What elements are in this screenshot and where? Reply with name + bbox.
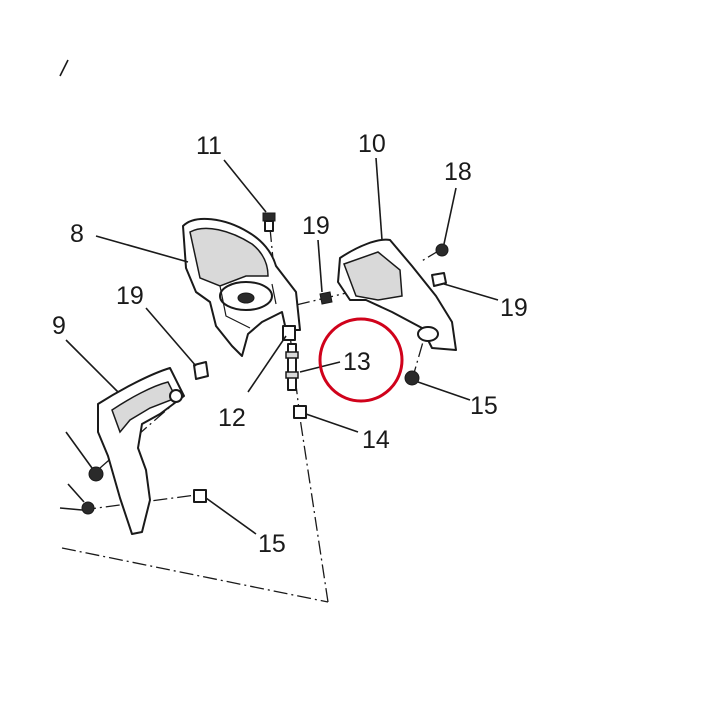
part-8-upper-cover bbox=[182, 217, 301, 357]
part-11-screw bbox=[262, 212, 276, 232]
part-13-shaft bbox=[285, 343, 299, 391]
part-15-screw-left-upper bbox=[88, 466, 104, 482]
callout-8: 8 bbox=[70, 220, 84, 248]
part-10-right-cover bbox=[337, 238, 457, 351]
part-15-screw-left-lower bbox=[81, 501, 95, 515]
part-15-screw-bottom bbox=[193, 489, 207, 503]
part-14-bushing bbox=[293, 405, 307, 419]
callout-15-right: 15 bbox=[470, 392, 498, 420]
callout-19-left: 19 bbox=[116, 282, 144, 310]
callout-13: 13 bbox=[343, 348, 371, 376]
leader-lines bbox=[59, 157, 499, 535]
callout-19-middle: 19 bbox=[302, 212, 330, 240]
part-18-clip bbox=[435, 243, 449, 257]
highlight-circle bbox=[318, 317, 404, 403]
callout-19-right: 19 bbox=[500, 294, 528, 322]
callout-14: 14 bbox=[362, 426, 390, 454]
callout-10: 10 bbox=[358, 130, 386, 158]
callout-12: 12 bbox=[218, 404, 246, 432]
part-15-screw-right bbox=[404, 370, 420, 386]
part-19-clip-left bbox=[193, 361, 209, 380]
callout-11: 11 bbox=[196, 132, 222, 160]
callout-15-bottom: 15 bbox=[258, 530, 286, 558]
part-19-clip-middle bbox=[319, 291, 333, 305]
callout-18: 18 bbox=[444, 158, 472, 186]
cropped-leader-stub bbox=[59, 59, 69, 77]
part-19-clip-right bbox=[431, 272, 447, 287]
callout-9: 9 bbox=[52, 312, 66, 340]
part-9-left-cover bbox=[97, 367, 185, 535]
